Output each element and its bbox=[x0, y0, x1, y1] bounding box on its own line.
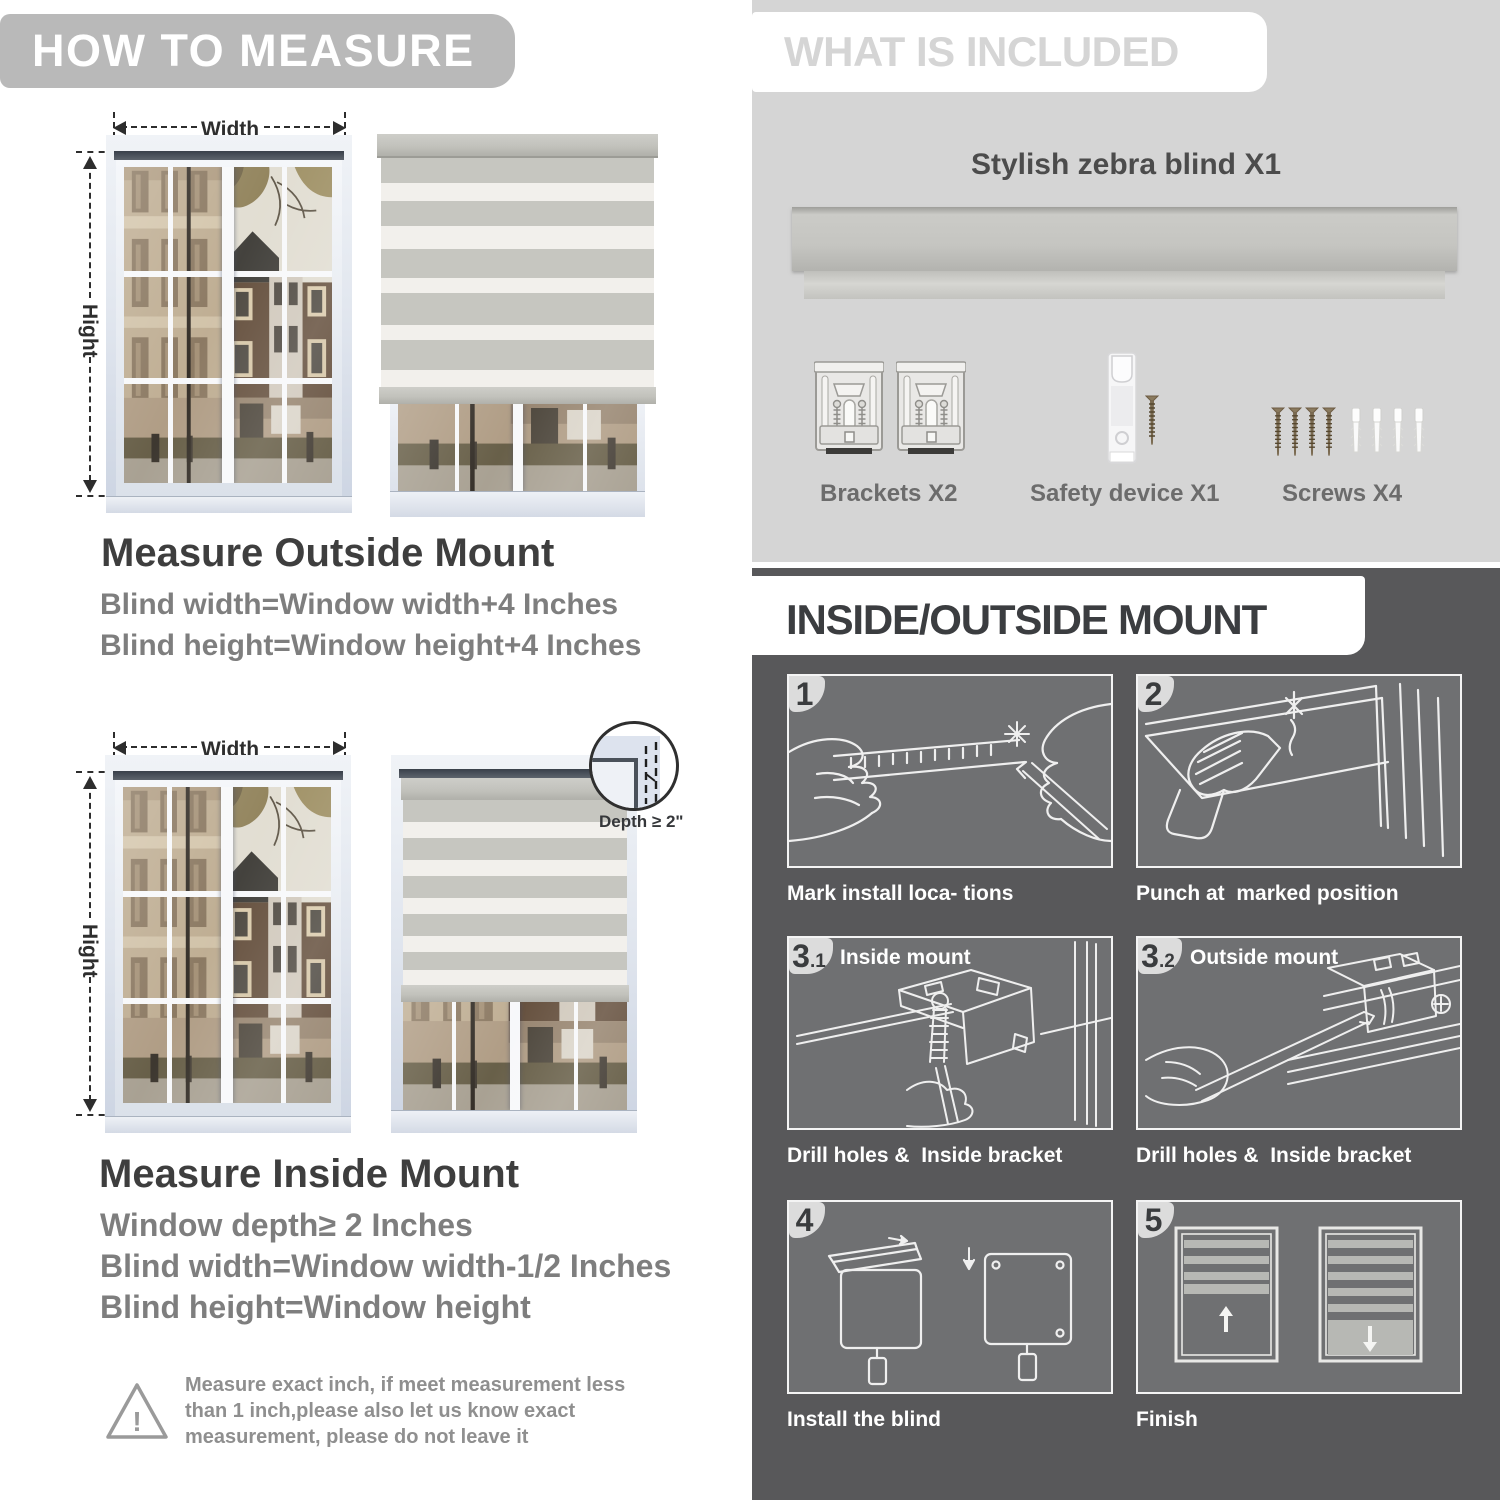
svg-text:!: ! bbox=[132, 1406, 141, 1437]
